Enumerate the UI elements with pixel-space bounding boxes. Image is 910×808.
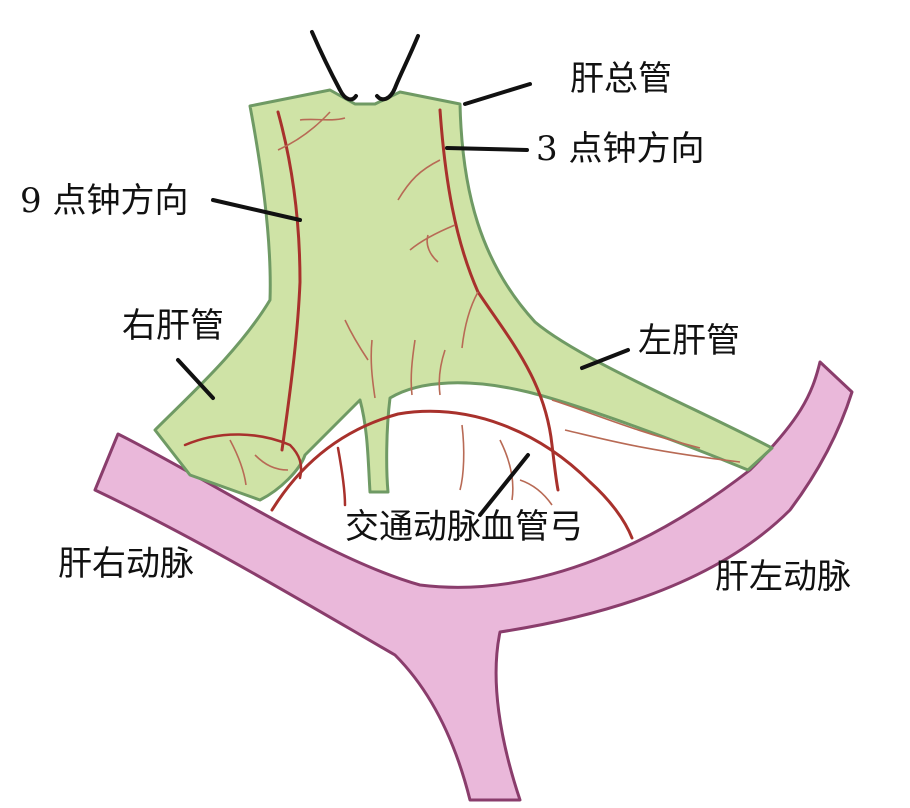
communicating-arcade-vessel [270,409,634,540]
label-left-hepatic-artery: 肝左动脉 [715,557,851,597]
branch [397,159,441,201]
label-three-oclock: 3 点钟方向 [536,129,704,169]
branch [551,399,701,449]
leader-nine-oclock [211,198,302,222]
branch [438,349,446,396]
leader-common-hepatic-duct [463,82,532,106]
leader-communicating-arcade [478,453,530,517]
branch [277,111,331,151]
branch [370,339,376,399]
arcade-branch-1 [336,446,347,507]
leader-lines [176,82,630,517]
branch [459,424,465,491]
nine-oclock-artery [276,110,302,452]
branch [499,439,514,501]
forceps-icon [310,30,420,102]
label-common-hepatic-duct: 肝总管 [570,59,672,99]
three-oclock-artery [438,108,560,492]
branch [254,454,289,471]
branch [426,234,439,263]
hepatic-duct-shape [153,88,774,502]
hepatic-artery-shape [93,360,854,802]
branch [564,429,741,463]
label-left-hepatic-duct: 左肝管 [638,321,740,361]
label-nine-oclock: 9 点钟方向 [20,181,188,221]
branch [299,117,346,121]
branch [344,319,369,361]
branch [409,224,456,251]
right-duct-vessel [183,433,303,480]
label-right-hepatic-duct: 右肝管 [122,306,224,346]
label-right-hepatic-artery: 肝右动脉 [58,544,194,584]
label-communicating-arcade: 交通动脉血管弓 [345,507,583,547]
leader-right-hepatic-duct [176,358,215,400]
leader-three-oclock [445,146,529,152]
branch [410,339,416,396]
leader-left-hepatic-duct [580,348,630,370]
branch [461,291,479,349]
branch [229,439,247,486]
duct-vessels [183,108,741,540]
branch [519,479,553,506]
